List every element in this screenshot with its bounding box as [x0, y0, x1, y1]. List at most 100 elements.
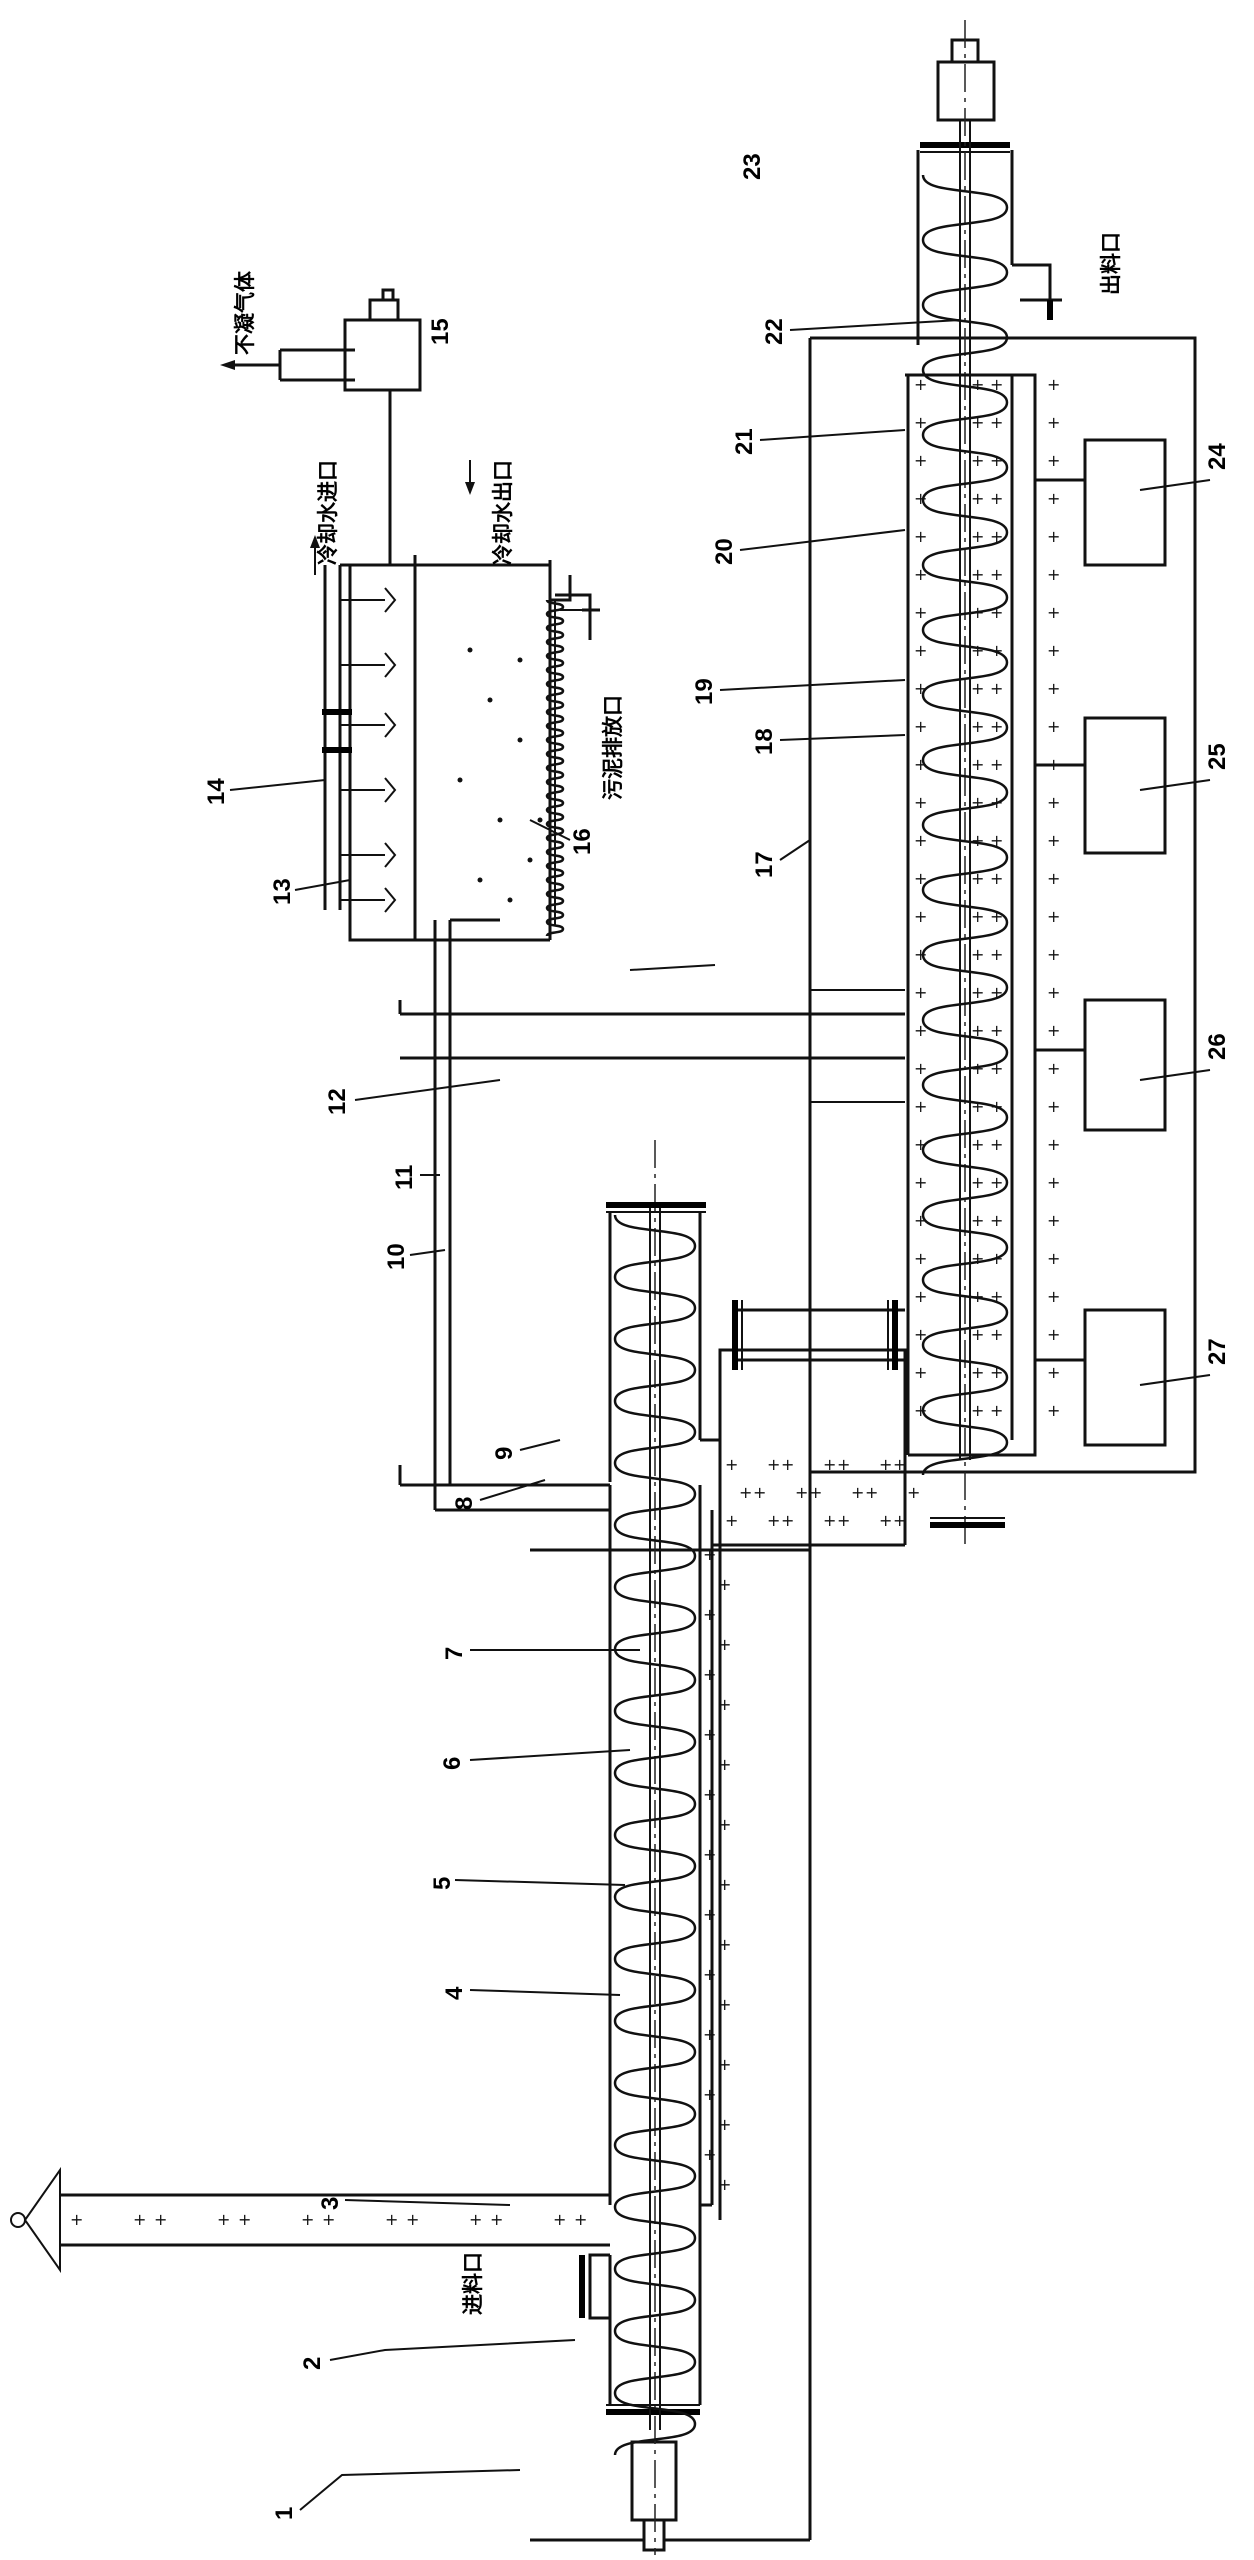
heating-medium-mark: + [914, 755, 927, 774]
heater-boxes [1035, 438, 1167, 1447]
heating-medium-mark: + [971, 907, 984, 926]
heating-medium-mark: + [1047, 375, 1060, 394]
separator-15 [343, 318, 422, 392]
heating-medium-mark: + [718, 1635, 731, 1654]
heating-medium-mark: + [703, 1665, 716, 1684]
heating-medium-mark: + [990, 907, 1003, 926]
heating-medium-mark: + [971, 489, 984, 508]
heating-medium-mark: + [133, 2210, 146, 2229]
heating-medium-mark: + [990, 1287, 1003, 1306]
heating-medium-mark: + [1047, 717, 1060, 736]
heating-medium-mark: + [990, 1135, 1003, 1154]
feed-heating-jacket: ++++++++++++++++++++++ [703, 1543, 731, 2220]
droplet [487, 697, 493, 703]
heating-medium-mark: + [837, 1455, 850, 1474]
spray-nozzle-tip [384, 887, 397, 913]
heating-medium-mark: + [703, 1785, 716, 1804]
heating-medium-mark: + [781, 1511, 794, 1530]
heating-medium-mark: + [718, 1995, 731, 2014]
heating-medium-mark: + [837, 1511, 850, 1530]
heating-medium-mark: + [990, 641, 1003, 660]
heating-medium-mark: + [990, 1059, 1003, 1078]
leader-lines [229, 319, 1211, 2511]
heating-medium-mark: + [990, 793, 1003, 812]
spray-nozzle-tip [384, 777, 397, 803]
spray-condenser [322, 555, 600, 942]
heating-medium-mark: + [718, 2175, 731, 2194]
heating-medium-mark: + [971, 793, 984, 812]
heating-medium-mark: + [971, 1173, 984, 1192]
gas-separator [220, 288, 422, 565]
heating-medium-mark: + [914, 1097, 927, 1116]
heating-medium-mark: + [914, 603, 927, 622]
heating-medium-mark: + [703, 1905, 716, 1924]
heating-medium-mark: + [914, 1249, 927, 1268]
heating-medium-mark: + [809, 1483, 822, 1502]
part-number-10: 10 [383, 1243, 410, 1270]
heating-medium-mark: + [703, 1845, 716, 1864]
heating-medium-mark: + [767, 1455, 780, 1474]
heating-medium-mark: + [971, 1097, 984, 1116]
heating-medium-mark: + [879, 1511, 892, 1530]
heating-medium-mark: + [990, 945, 1003, 964]
feed-screw-flight [613, 1214, 697, 2456]
part-number-9: 9 [491, 1447, 518, 1460]
heating-medium-mark: + [971, 603, 984, 622]
part-number-11: 11 [391, 1165, 418, 1190]
heating-medium-mark: + [914, 1211, 927, 1230]
part-number-4: 4 [441, 1986, 468, 2000]
heating-medium-mark: + [914, 1135, 927, 1154]
heating-medium-mark: + [914, 679, 927, 698]
heating-medium-mark: + [971, 983, 984, 1002]
heating-medium-mark: + [1047, 1097, 1060, 1116]
heating-medium-mark: + [406, 2210, 419, 2229]
heating-medium-mark: + [574, 2210, 587, 2229]
heating-medium-mark: + [718, 1935, 731, 1954]
heating-medium-mark: + [1047, 1059, 1060, 1078]
heating-medium-mark: + [385, 2210, 398, 2229]
heating-medium-mark: + [718, 1755, 731, 1774]
heating-medium-mark: + [914, 489, 927, 508]
heating-medium-mark: + [893, 1511, 906, 1530]
heating-medium-mark: + [914, 413, 927, 432]
heating-medium-mark: + [914, 831, 927, 850]
heating-medium-mark: + [1047, 1363, 1060, 1382]
pyrolysis-heating-jacket: + + + + + + + + + + + + + + + + + + + + + + + + + + + + + + + + + + + + + + + +… [905, 373, 1060, 1457]
heating-medium-mark: + [703, 1545, 716, 1564]
heating-medium-mark: + [1047, 1021, 1060, 1040]
part-number-7: 7 [441, 1647, 468, 1660]
discharge-outlet-label: 出料口 [1099, 232, 1123, 295]
heating-medium-mark: + [914, 717, 927, 736]
heating-medium-mark: + [823, 1455, 836, 1474]
heating-medium-mark: + [971, 1363, 984, 1382]
heating-medium-mark: + [1047, 907, 1060, 926]
feed-screw-conveyor [579, 1140, 714, 2555]
heating-medium-mark: + [1047, 1135, 1060, 1154]
spray-nozzle-tip [384, 587, 397, 613]
part-number-18: 18 [751, 728, 778, 755]
heating-medium-mark: + [914, 1363, 927, 1382]
heating-medium-mark: + [469, 2210, 482, 2229]
heating-medium-mark: + [990, 527, 1003, 546]
heating-medium-mark: + [1047, 983, 1060, 1002]
heating-medium-mark: + [990, 1363, 1003, 1382]
part-number-26: 26 [1204, 1033, 1231, 1060]
heating-medium-mark: + [739, 1483, 752, 1502]
heating-medium-mark: + [971, 1135, 984, 1154]
spray-nozzle-tip [384, 842, 397, 868]
heating-medium-mark: + [971, 451, 984, 470]
droplet [457, 777, 463, 783]
part-number-20: 20 [711, 538, 738, 565]
heating-medium-mark: + [718, 1575, 731, 1594]
heating-medium-mark: + [971, 755, 984, 774]
heating-medium-mark: + [718, 1875, 731, 1894]
part-number-8: 8 [451, 1497, 478, 1510]
part-number-15: 15 [427, 318, 454, 345]
part-number-1: 1 [271, 2507, 298, 2520]
heating-medium-mark: + [914, 869, 927, 888]
part-number-2: 2 [299, 2357, 326, 2370]
heating-medium-mark: + [1047, 1401, 1060, 1420]
heating-medium-mark: + [1047, 831, 1060, 850]
heating-medium-mark: + [553, 2210, 566, 2229]
